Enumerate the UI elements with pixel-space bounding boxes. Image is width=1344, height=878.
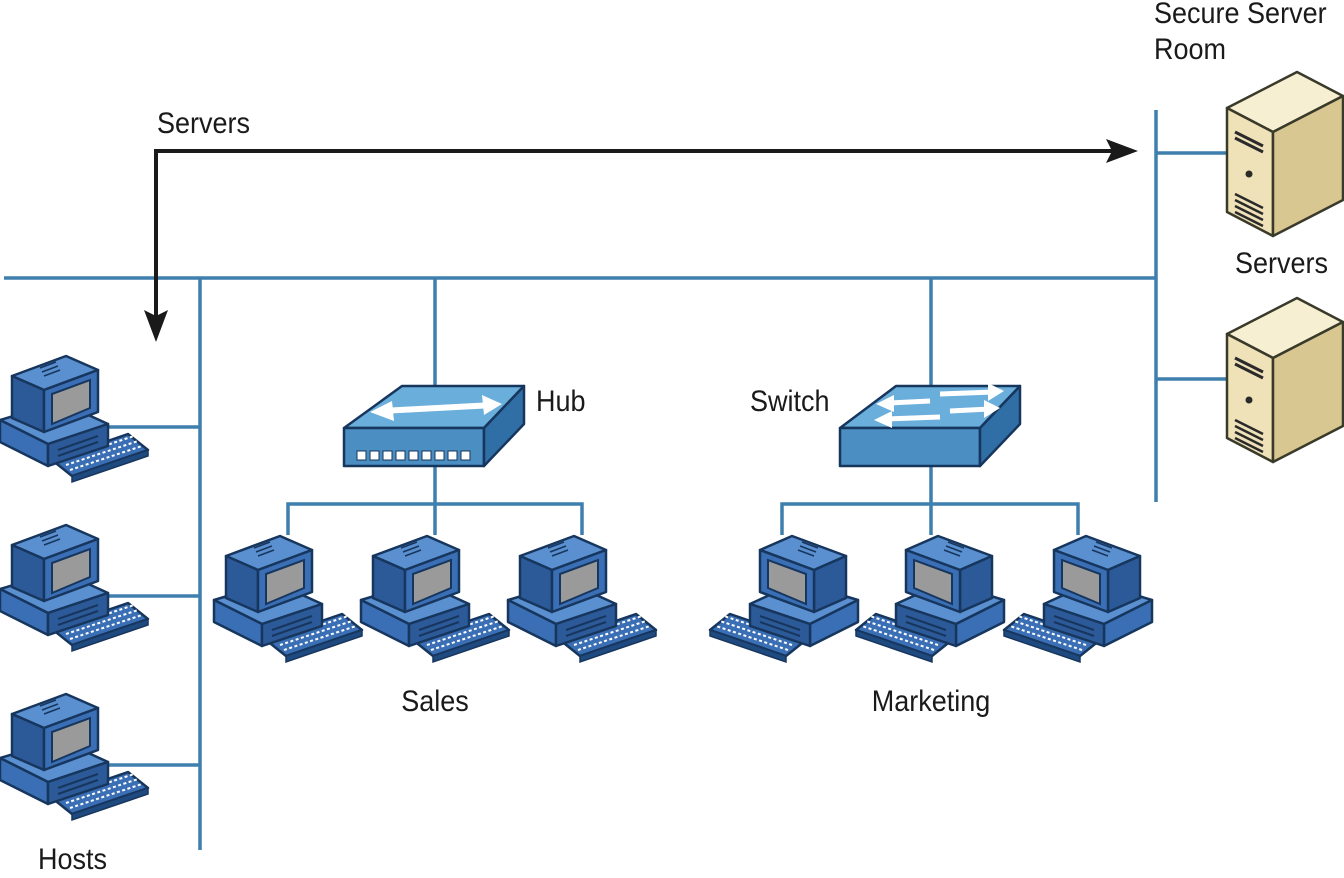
marketing-group [708, 534, 1154, 664]
marketing-label: Marketing [871, 685, 991, 718]
switch-label: Switch [750, 385, 830, 418]
desktop-computer-icon [212, 534, 364, 664]
servers-flow-arrow [154, 149, 1112, 316]
desktop-computer-icon [0, 692, 150, 822]
desktop-computer-icon [854, 534, 1006, 664]
desktop-computer-icon [0, 354, 150, 484]
desktop-computer-icon [359, 534, 511, 664]
servers-flow-label: Servers [157, 107, 251, 140]
sales-branch [286, 502, 584, 535]
desktop-computer-icon [506, 534, 658, 664]
server-tower-icon [1225, 296, 1344, 464]
desktop-computer-icon [708, 534, 860, 664]
hosts-label: Hosts [38, 843, 108, 876]
marketing-branch [780, 502, 1080, 535]
desktop-computer-icon [1002, 534, 1154, 664]
secure-server-room-label-line1: Secure Server [1154, 0, 1327, 30]
sales-group [212, 534, 658, 664]
switch-icon [838, 383, 1022, 468]
hub-label: Hub [536, 385, 586, 418]
server-tower-icon [1225, 70, 1344, 238]
arrow-head-right-icon [1106, 139, 1138, 163]
hub-icon [342, 384, 526, 468]
arrow-head-down-icon [144, 310, 168, 342]
secure-server-room-label-line2: Room [1154, 33, 1227, 66]
desktop-computer-icon [0, 523, 150, 653]
servers-group-label: Servers [1235, 247, 1329, 280]
sales-label: Sales [401, 685, 469, 718]
